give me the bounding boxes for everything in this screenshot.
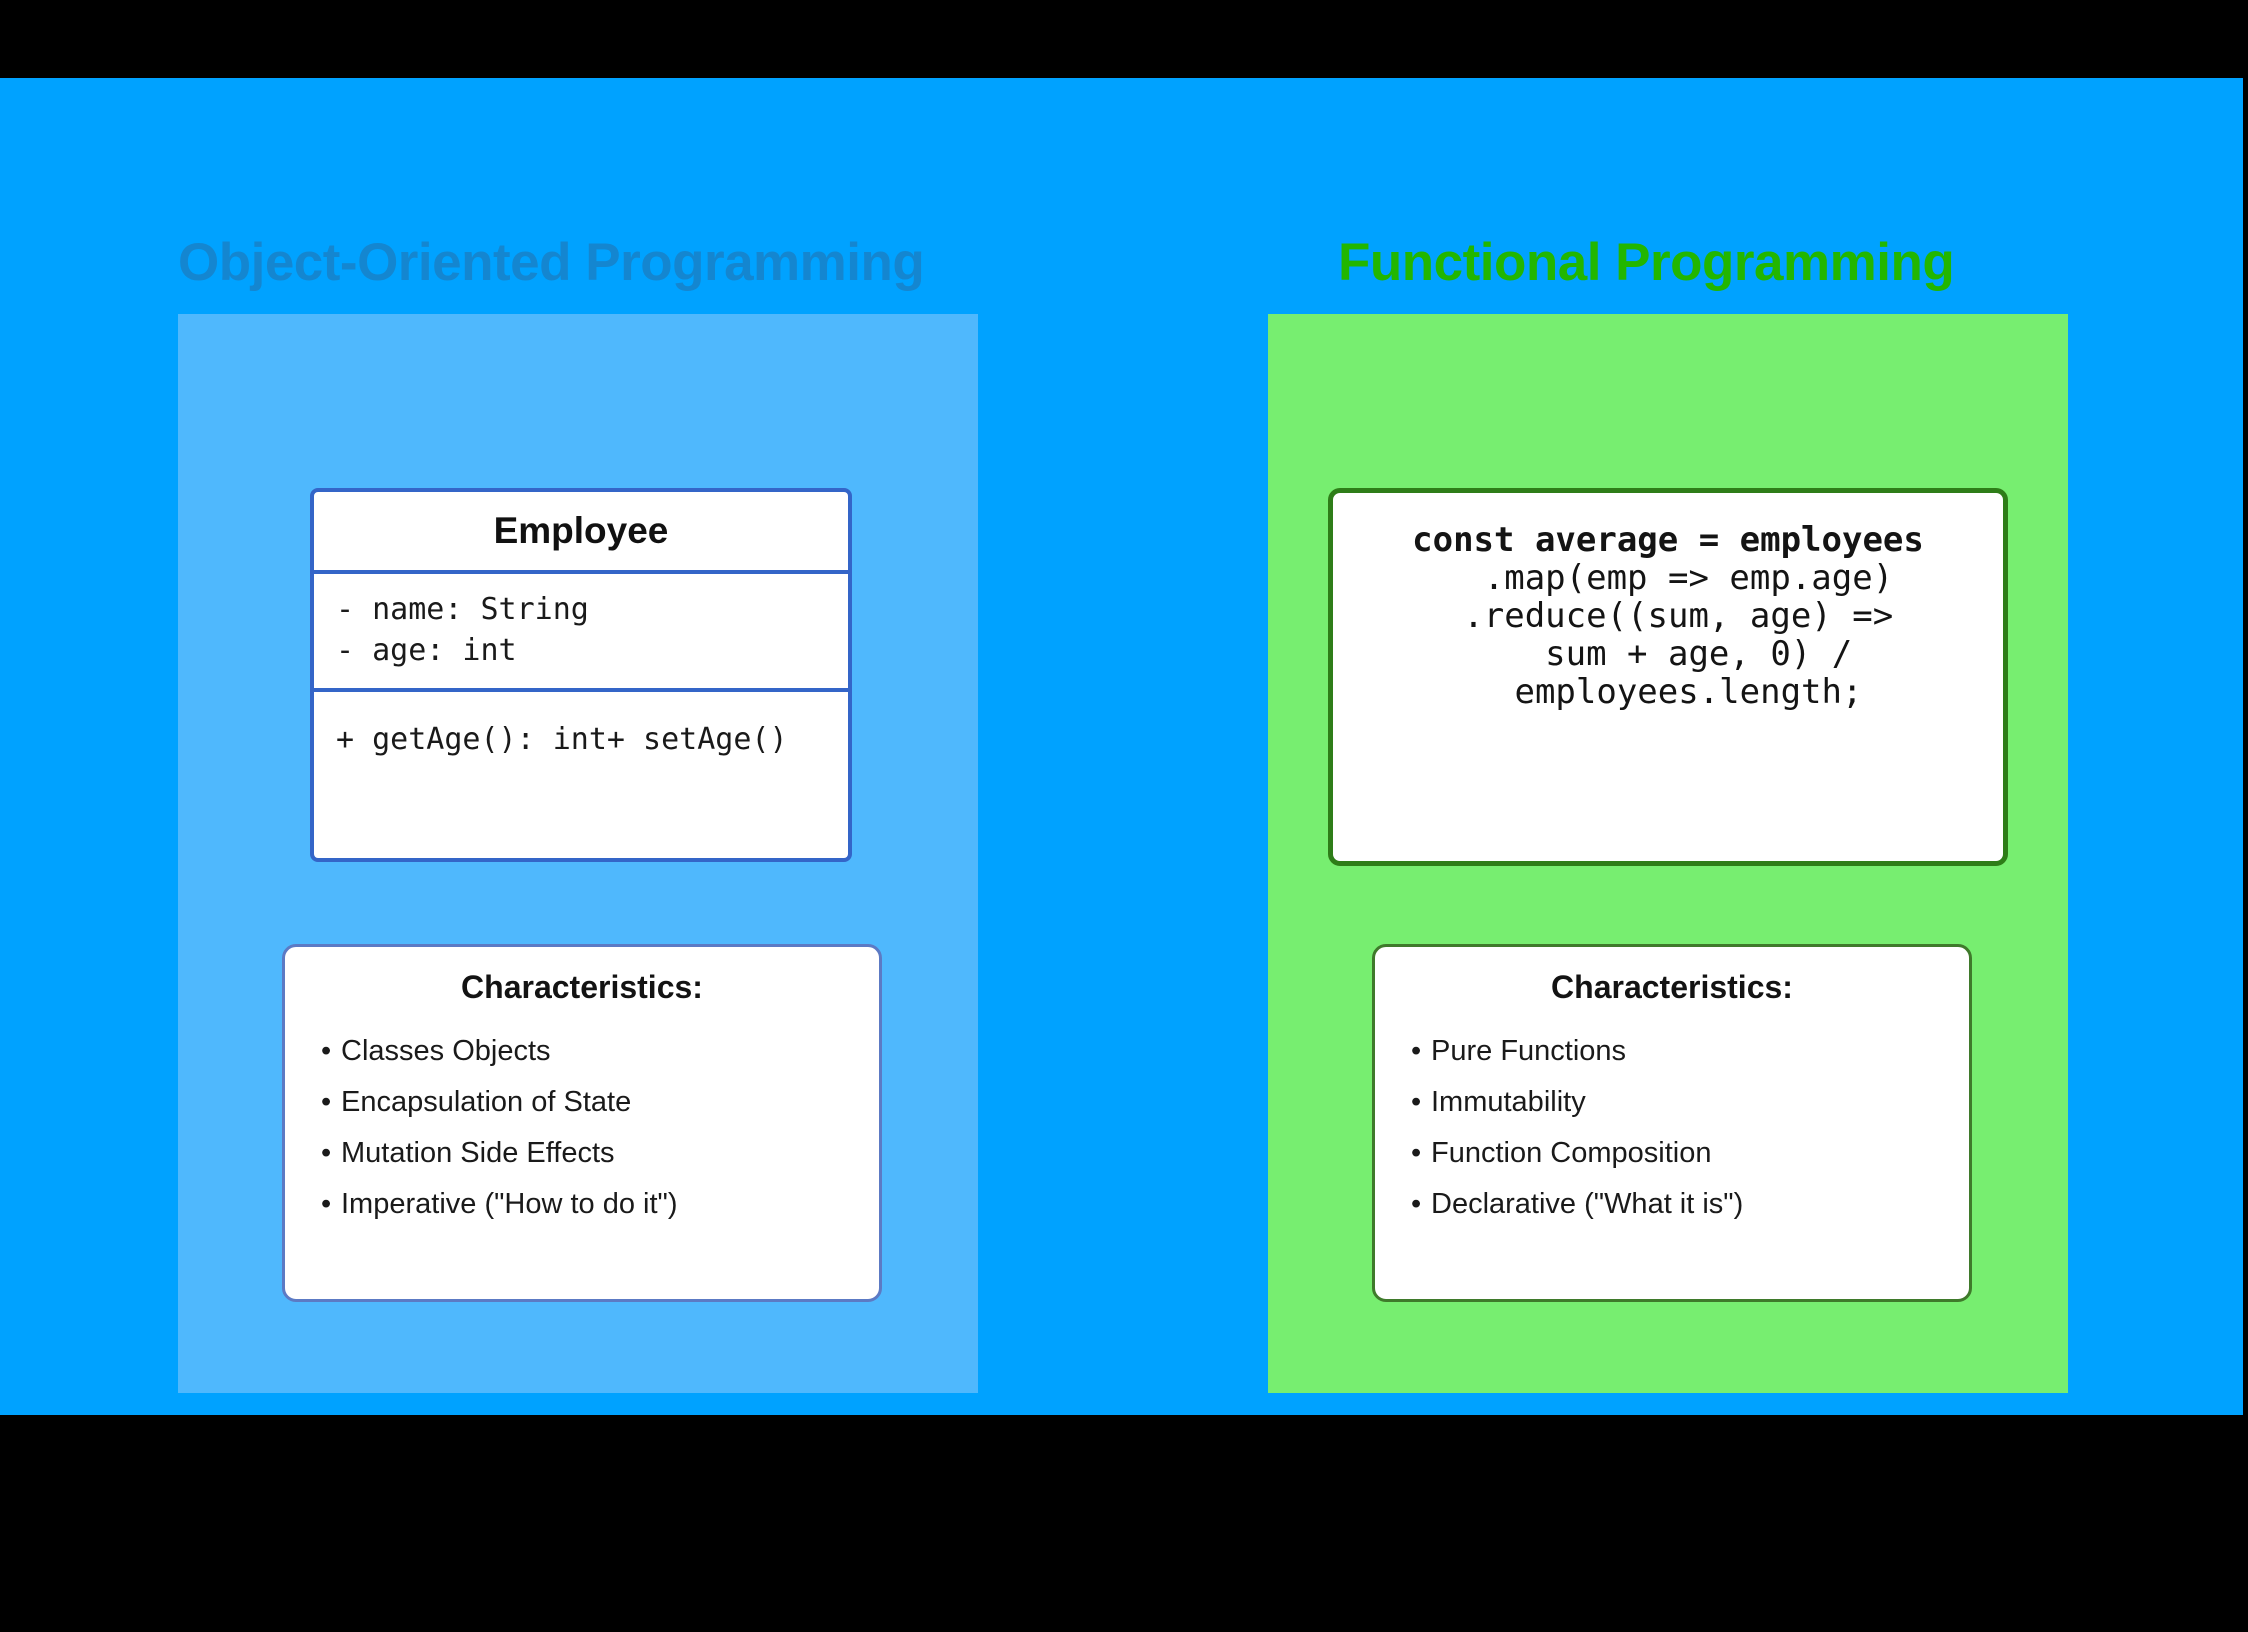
- uml-class-name: Employee: [493, 510, 669, 551]
- list-item: • Encapsulation of State: [315, 1077, 849, 1128]
- bullet-icon: •: [321, 1188, 332, 1220]
- slide-canvas: Object-Oriented Programming Functional P…: [0, 78, 2243, 1415]
- uml-class-box: Employee - name: String - age: int + get…: [310, 488, 852, 862]
- uml-class-header: Employee: [314, 492, 848, 574]
- characteristics-title: Characteristics:: [1551, 969, 1793, 1005]
- uml-method-row: + getAge(): int+ setAge(): [336, 722, 788, 757]
- bullet-icon: •: [1411, 1188, 1422, 1220]
- list-item-label: Pure Functions: [1431, 1035, 1627, 1067]
- list-item: • Classes Objects: [315, 1026, 849, 1077]
- code-line: sum + age, 0) /: [1483, 634, 1853, 675]
- code-line: .map(emp => emp.age): [1442, 558, 1894, 599]
- list-item-label: Mutation Side Effects: [341, 1137, 615, 1169]
- list-item-label: Function Composition: [1431, 1137, 1712, 1169]
- uml-attribute-row: - name: String: [336, 592, 589, 627]
- uml-methods-section: + getAge(): int+ setAge(): [314, 692, 848, 759]
- characteristics-list: • Classes Objects • Encapsulation of State…: [315, 1026, 849, 1230]
- characteristics-list: • Pure Functions • Immutability • Function …: [1405, 1026, 1939, 1230]
- bullet-icon: •: [1411, 1137, 1422, 1169]
- page-title-oop: Object-Oriented Programming: [178, 233, 925, 292]
- list-item-label: Immutability: [1431, 1086, 1586, 1118]
- bullet-icon: •: [1411, 1086, 1422, 1118]
- list-item: • Mutation Side Effects: [315, 1128, 849, 1179]
- bullet-icon: •: [321, 1137, 332, 1169]
- list-item: • Imperative ("How to do it"): [315, 1179, 849, 1230]
- characteristics-card-oop: Characteristics: • Classes Objects • Encap…: [282, 944, 882, 1302]
- bullet-icon: •: [1411, 1035, 1422, 1067]
- list-item: • Declarative ("What it is"): [1405, 1179, 1939, 1230]
- list-item: • Immutability: [1405, 1077, 1939, 1128]
- characteristics-card-fp: Characteristics: • Pure Functions • Immuta…: [1372, 944, 1972, 1302]
- list-item-label: Imperative ("How to do it"): [341, 1188, 678, 1220]
- code-line: employees.length;: [1473, 672, 1863, 713]
- bullet-icon: •: [321, 1035, 332, 1067]
- list-item: • Function Composition: [1405, 1128, 1939, 1179]
- panel-oop: Employee - name: String - age: int + get…: [178, 314, 978, 1393]
- uml-attributes-section: - name: String - age: int: [314, 574, 848, 692]
- uml-attribute-row: - age: int: [336, 632, 517, 668]
- list-item: • Pure Functions: [1405, 1026, 1939, 1077]
- list-item-label: Classes Objects: [341, 1035, 551, 1067]
- list-item-label: Encapsulation of State: [341, 1086, 632, 1118]
- page-title-fp: Functional Programming: [1338, 233, 1955, 292]
- code-line: const average = employees: [1412, 520, 1924, 560]
- code-line: .reduce((sum, age) =>: [1442, 596, 1894, 637]
- bullet-icon: •: [321, 1086, 332, 1118]
- characteristics-title: Characteristics:: [461, 969, 703, 1005]
- panel-fp: const average = employees .map(emp => em…: [1268, 314, 2068, 1393]
- code-snippet-box: const average = employees .map(emp => em…: [1328, 488, 2008, 866]
- list-item-label: Declarative ("What it is"): [1431, 1188, 1744, 1220]
